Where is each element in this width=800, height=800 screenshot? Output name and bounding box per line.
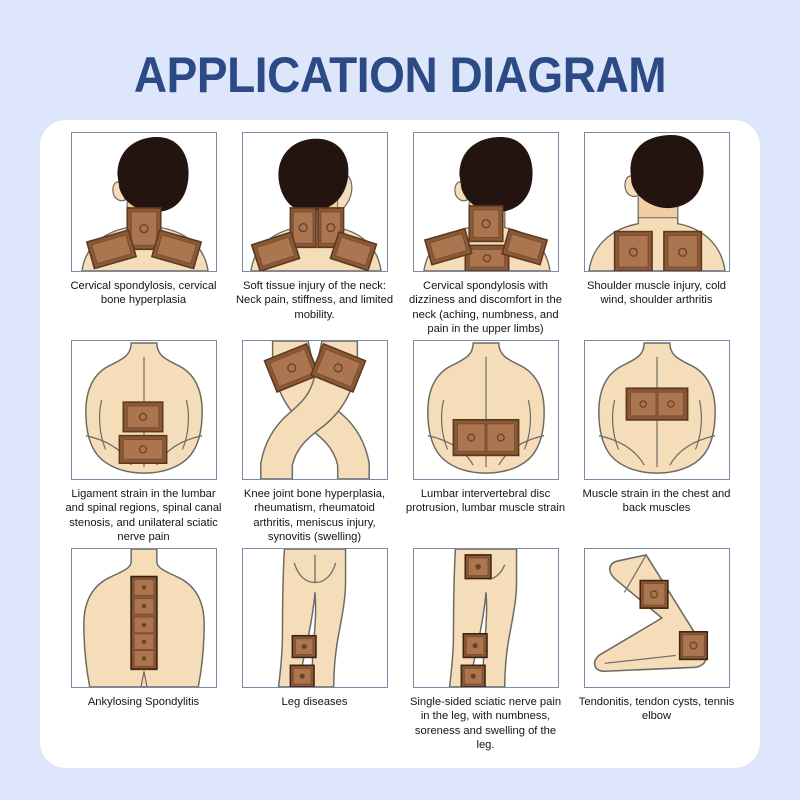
panel-caption: Cervical spondylosis with dizziness and … <box>409 280 562 335</box>
panel-cell: Cervical spondylosis with dizziness and … <box>404 132 567 340</box>
panel-caption: Leg diseases <box>281 696 348 708</box>
panel-cell: Shoulder muscle injury, cold wind, shoul… <box>575 132 738 340</box>
panel-cell: Ankylosing Spondylitis <box>62 548 225 756</box>
leg-two-patches-icon <box>277 549 346 687</box>
illustration-frame-leg-diseases <box>241 548 388 688</box>
illustration-frame-sciatic-nerve-leg <box>412 548 559 688</box>
panel-cell: Lumbar intervertebral disc protrusion, l… <box>404 340 567 548</box>
illustration-frame-cervical-dizziness <box>412 132 559 272</box>
panel-caption: Shoulder muscle injury, cold wind, shoul… <box>586 280 727 307</box>
panel-cell: Knee joint bone hyperplasia, rheumatism,… <box>233 340 396 548</box>
bent-arm-elbow-two-patches-icon <box>593 554 708 673</box>
panel-caption: Cervical spondylosis, cervical bone hype… <box>70 280 217 307</box>
lower-back-two-stacked-patches-icon <box>84 342 203 474</box>
lower-back-wide-patch-icon <box>426 342 545 474</box>
shoulders-two-patches-icon <box>587 134 726 271</box>
illustration-frame-ligament-strain <box>70 340 217 480</box>
illustration-frame-ankylosing-spondylitis <box>70 548 217 688</box>
diagram-card: Cervical spondylosis, cervical bone hype… <box>40 120 760 768</box>
panel-caption: Ankylosing Spondylitis <box>87 696 200 708</box>
illustration-frame-shoulder-injury <box>583 132 730 272</box>
spine-five-stacked-patches-icon <box>82 549 205 687</box>
panel-cell: Soft tissue injury of the neck: Neck pai… <box>233 132 396 340</box>
illustration-frame-muscle-strain-back <box>583 340 730 480</box>
panel-cell: Muscle strain in the chest and back musc… <box>575 340 738 548</box>
illustration-frame-soft-tissue-neck <box>241 132 388 272</box>
panel-cell: Ligament strain in the lumbar and spinal… <box>62 340 225 548</box>
illustration-frame-lumbar-disc <box>412 340 559 480</box>
neck-vertical-and-horizontal-patches-two-shoulders-icon <box>422 136 551 271</box>
panel-cell: Cervical spondylosis, cervical bone hype… <box>62 132 225 340</box>
panel-cell: Tendonitis, tendon cysts, tennis elbow <box>575 548 738 756</box>
panel-caption: Soft tissue injury of the neck: Neck pai… <box>235 280 394 321</box>
panel-caption: Muscle strain in the chest and back musc… <box>582 488 731 515</box>
page-title: APPLICATION DIAGRAM <box>133 47 667 103</box>
panel-grid: Cervical spondylosis, cervical bone hype… <box>62 132 738 756</box>
panel-cell: Leg diseases <box>233 548 396 756</box>
panel-caption: Ligament strain in the lumbar and spinal… <box>65 488 222 543</box>
panel-caption: Tendonitis, tendon cysts, tennis elbow <box>578 696 735 723</box>
illustration-frame-cervical-spondylosis <box>70 132 217 272</box>
mid-back-wide-patch-icon <box>597 342 716 474</box>
panel-caption: Knee joint bone hyperplasia, rheumatism,… <box>243 488 386 543</box>
panel-cell: Single-sided sciatic nerve pain in the l… <box>404 548 567 756</box>
panel-caption: Lumbar intervertebral disc protrusion, l… <box>405 488 566 515</box>
neck-back-one-patch-two-shoulders-icon <box>80 136 209 271</box>
hip-and-leg-three-patches-icon <box>448 549 517 687</box>
crossed-legs-two-knee-patches-icon <box>259 341 370 479</box>
illustration-frame-knee-joint <box>241 340 388 480</box>
illustration-frame-tendonitis-elbow <box>583 548 730 688</box>
panel-caption: Single-sided sciatic nerve pain in the l… <box>409 696 562 751</box>
neck-turned-two-patches-two-shoulders-icon <box>249 138 382 271</box>
